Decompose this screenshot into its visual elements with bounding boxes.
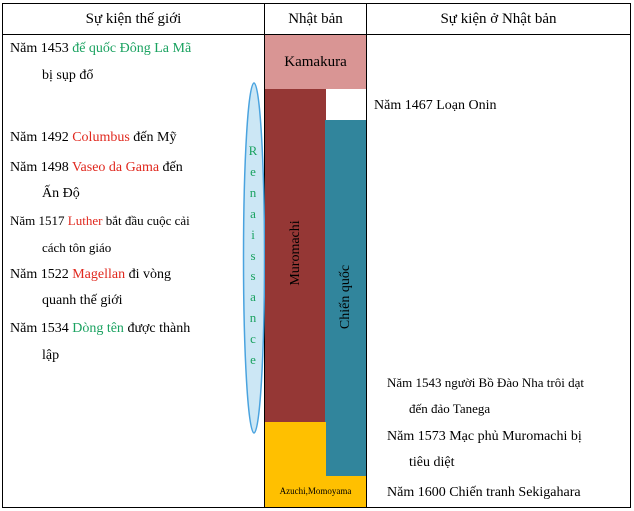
renaissance-letter: e xyxy=(250,352,256,368)
period-chien-quoc-label: Chiến quốc xyxy=(338,264,353,330)
period-muromachi-label: Muromachi xyxy=(288,220,303,286)
period-muromachi xyxy=(265,89,326,422)
japan-event-1573-line2: tiêu diệt xyxy=(409,455,455,470)
world-event-line2: bị sụp đổ xyxy=(42,68,94,83)
renaissance-ellipse xyxy=(242,82,266,434)
table-border-top xyxy=(2,3,631,4)
world-event-line1: Năm 1522 Magellan đi vòng xyxy=(10,267,171,282)
header-world-events: Sự kiện thế giới xyxy=(85,11,182,27)
world-event-line1: Năm 1517 Luther bắt đầu cuộc cải xyxy=(10,213,190,228)
japan-event-1600: Năm 1600 Chiến tranh Sekigahara xyxy=(387,485,581,500)
column-divider-2 xyxy=(366,3,367,508)
renaissance-letter: e xyxy=(250,163,256,179)
period-kamakura-label: Kamakura xyxy=(284,54,347,70)
period-kamakura xyxy=(265,35,366,89)
world-event-line1: Năm 1492 Columbus đến Mỹ xyxy=(10,130,177,145)
renaissance-letter: s xyxy=(250,247,256,263)
world-event-line2: cách tôn giáo xyxy=(42,240,112,255)
renaissance-letter: c xyxy=(250,331,256,347)
header-japan: Nhật bản xyxy=(288,11,343,27)
world-event-line2: lập xyxy=(42,348,60,363)
japan-event-1543: Năm 1543 người Bồ Đào Nha trôi dạt xyxy=(387,375,584,390)
japan-event-1573: Năm 1573 Mạc phủ Muromachi bị xyxy=(387,429,582,444)
table-border-bottom xyxy=(2,507,631,508)
renaissance-letter: a xyxy=(250,289,256,305)
renaissance-letter: n xyxy=(249,184,257,200)
world-event-line2: Ấn Độ xyxy=(42,186,80,201)
period-azuchi-label: Azuchi,Momoyama xyxy=(279,486,352,496)
header-divider xyxy=(2,34,631,35)
renaissance-letter: n xyxy=(249,310,257,326)
world-event-line1: Năm 1534 Dòng tên được thành xyxy=(10,321,191,336)
japan-event-1467: Năm 1467 Loạn Onin xyxy=(374,98,497,113)
japan-event-1543-line2: đến đảo Tanega xyxy=(409,401,491,416)
period-azuchi-momoyama-lower xyxy=(265,476,366,507)
renaissance-letter: i xyxy=(251,226,255,242)
period-chien-quoc xyxy=(325,120,366,476)
renaissance-letter: R xyxy=(248,143,258,158)
world-event-line1: Năm 1498 Vaseo da Gama đến xyxy=(10,160,183,175)
header-japan-events: Sự kiện ở Nhật bản xyxy=(440,11,557,27)
table-border-left xyxy=(2,3,3,508)
world-event-line1: Năm 1453 đế quốc Đông La Mã xyxy=(10,41,192,56)
renaissance-letter: a xyxy=(250,205,256,221)
world-event-line2: quanh thế giới xyxy=(42,293,123,308)
renaissance-letter: s xyxy=(250,268,256,284)
table-border-right xyxy=(630,3,631,508)
